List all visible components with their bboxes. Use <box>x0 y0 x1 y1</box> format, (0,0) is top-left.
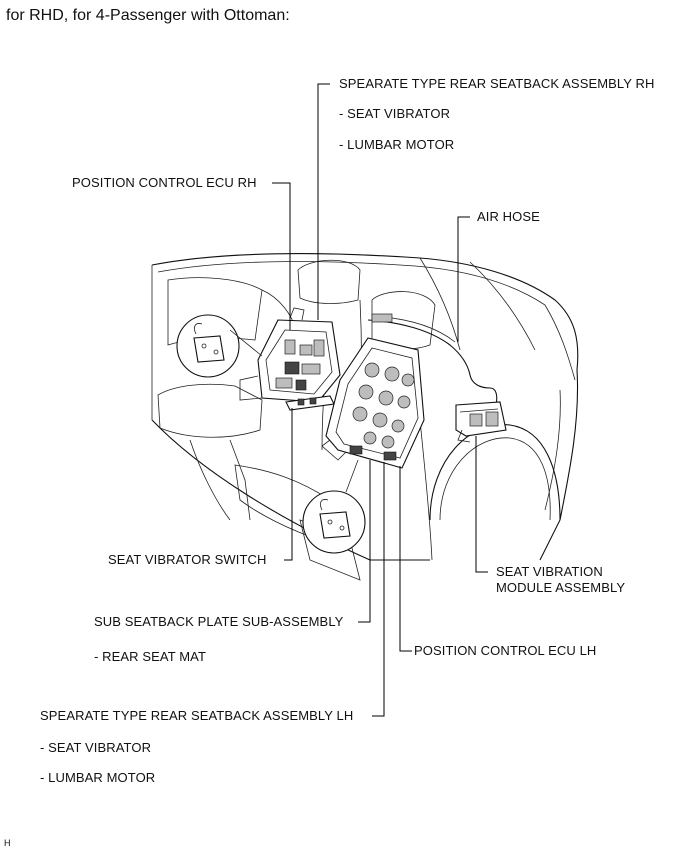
rear-seatback-rh <box>239 307 341 403</box>
label-air-hose: AIR HOSE <box>477 209 540 224</box>
label-seatback-rh-vibrator: - SEAT VIBRATOR <box>339 106 451 121</box>
ecu-lh-callout <box>302 459 366 554</box>
label-seatback-lh: SPEARATE TYPE REAR SEATBACK ASSEMBLY LH <box>40 708 354 723</box>
label-seatback-lh-lumbar: - LUMBAR MOTOR <box>40 770 156 785</box>
rear-seatback-lh <box>321 337 425 469</box>
label-vibration-module-line2: MODULE ASSEMBLY <box>496 580 626 595</box>
ecu-rh-callout <box>176 314 263 378</box>
seat-vibration-module <box>455 401 507 443</box>
label-rear-seat-mat: - REAR SEAT MAT <box>94 649 207 664</box>
label-seat-vibrator-switch: SEAT VIBRATOR SWITCH <box>108 552 267 567</box>
label-vibration-module-line1: SEAT VIBRATION <box>496 564 603 579</box>
label-seatback-lh-vibrator: - SEAT VIBRATOR <box>40 740 152 755</box>
figure-id: H <box>4 838 11 848</box>
label-ecu-lh: POSITION CONTROL ECU LH <box>414 643 597 658</box>
label-seatback-rh: SPEARATE TYPE REAR SEATBACK ASSEMBLY RH <box>339 76 655 91</box>
page-heading: for RHD, for 4-Passenger with Ottoman: <box>6 7 290 24</box>
label-sub-seatback-plate: SUB SEATBACK PLATE SUB-ASSEMBLY <box>94 614 344 629</box>
label-seatback-rh-lumbar: - LUMBAR MOTOR <box>339 137 455 152</box>
label-ecu-rh: POSITION CONTROL ECU RH <box>72 175 257 190</box>
air-hose-route <box>367 313 498 406</box>
leader-lines <box>272 83 488 717</box>
